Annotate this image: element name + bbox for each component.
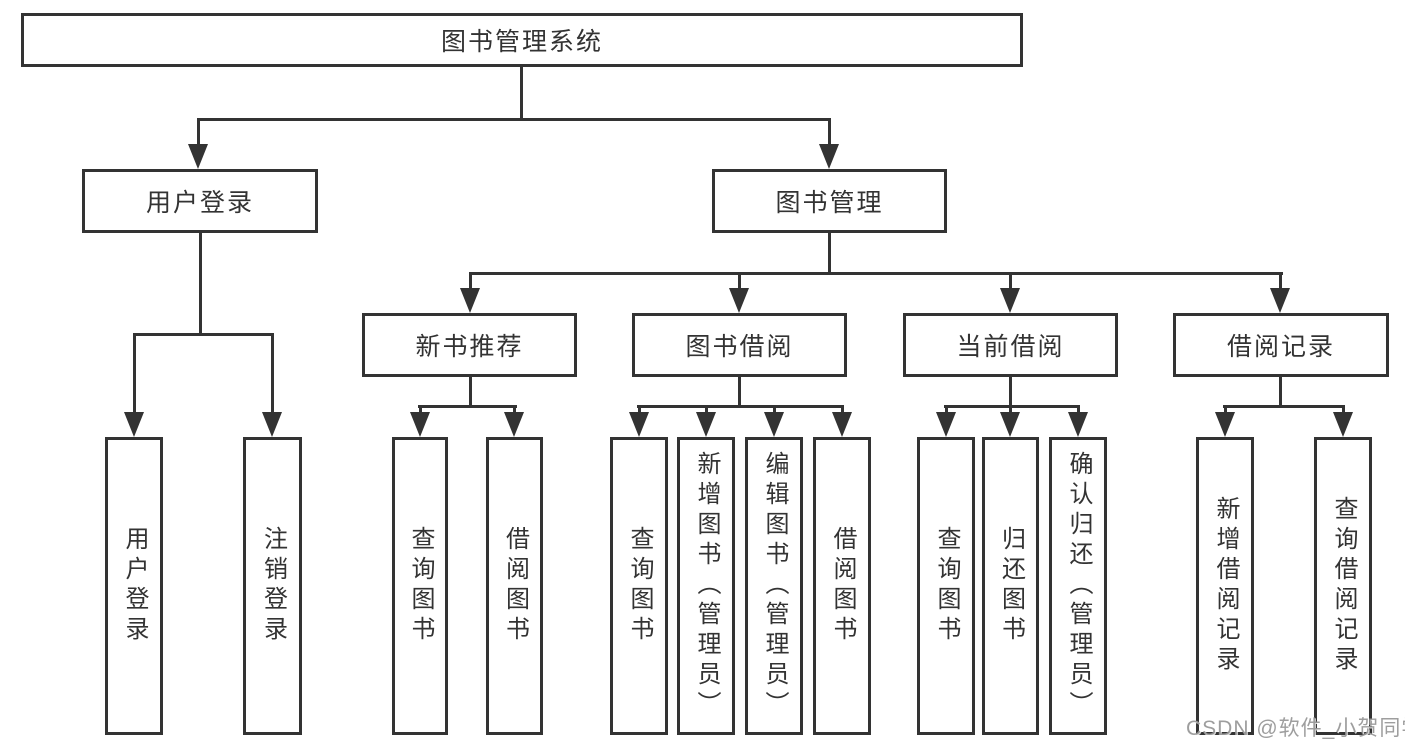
connector-line — [944, 405, 1080, 408]
leaf-label: 确认归还（管理员） — [1065, 451, 1092, 721]
connector-line — [1009, 272, 1012, 292]
arrow-down-icon — [124, 412, 144, 437]
connector-line — [1009, 377, 1012, 408]
node-label: 借阅记录 — [1226, 333, 1335, 361]
node-root-library-system: 图书管理系统 — [21, 13, 1023, 67]
connector-line — [469, 272, 472, 292]
arrow-down-icon — [696, 412, 716, 437]
arrow-down-icon — [410, 412, 430, 437]
leaf-borrow-books: 借阅图书 — [813, 437, 871, 735]
connector-line — [199, 233, 202, 336]
connector-line — [1279, 272, 1282, 292]
arrow-down-icon — [1068, 412, 1088, 437]
arrow-down-icon — [936, 412, 956, 437]
connector-line — [197, 118, 831, 121]
arrow-down-icon — [504, 412, 524, 437]
node-book-management: 图书管理 — [712, 169, 947, 233]
node-new-book-recommend: 新书推荐 — [362, 313, 577, 377]
leaf-query-books: 查询图书 — [917, 437, 975, 735]
leaf-label: 查询借阅记录 — [1330, 496, 1357, 676]
leaf-label: 用户登录 — [121, 526, 148, 646]
connector-line — [271, 333, 274, 415]
arrow-down-icon — [819, 144, 839, 169]
leaf-query-books: 查询图书 — [610, 437, 668, 735]
connector-line — [1279, 377, 1282, 408]
node-label: 图书管理系统 — [440, 28, 603, 56]
connector-line — [945, 405, 948, 416]
csdn-watermark: CSDN @软件_小贺同学 — [1186, 717, 1405, 740]
leaf-label: 查询图书 — [933, 526, 960, 646]
node-label: 当前借阅 — [956, 333, 1065, 361]
connector-line — [841, 405, 844, 416]
arrow-down-icon — [1215, 412, 1235, 437]
arrow-down-icon — [1000, 412, 1020, 437]
arrow-down-icon — [460, 288, 480, 313]
leaf-query-books: 查询图书 — [392, 437, 448, 735]
connector-line — [419, 405, 422, 416]
leaf-logout: 注销登录 — [243, 437, 302, 735]
leaf-add-borrow-record: 新增借阅记录 — [1196, 437, 1254, 735]
connector-line — [469, 377, 472, 408]
arrow-down-icon — [1000, 288, 1020, 313]
node-book-borrowing: 图书借阅 — [632, 313, 847, 377]
connector-line — [133, 333, 274, 336]
node-current-borrowing: 当前借阅 — [903, 313, 1118, 377]
connector-line — [1009, 405, 1012, 416]
node-borrowing-records: 借阅记录 — [1173, 313, 1389, 377]
connector-line — [1223, 405, 1345, 408]
leaf-label: 借阅图书 — [829, 526, 856, 646]
leaf-label: 归还图书 — [997, 526, 1025, 646]
arrow-down-icon — [729, 288, 749, 313]
connector-line — [469, 272, 1283, 275]
connector-line — [133, 333, 136, 415]
node-label: 图书管理 — [775, 189, 884, 217]
leaf-label: 注销登录 — [259, 526, 287, 646]
arrow-down-icon — [764, 412, 784, 437]
connector-line — [705, 405, 708, 416]
arrow-down-icon — [1333, 412, 1353, 437]
leaf-label: 查询图书 — [407, 526, 434, 646]
connector-line — [513, 405, 516, 416]
arrow-down-icon — [262, 412, 282, 437]
leaf-label: 借阅图书 — [501, 526, 529, 646]
connector-line — [738, 272, 741, 292]
connector-line — [197, 118, 200, 148]
arrow-down-icon — [188, 144, 208, 169]
connector-line — [1342, 405, 1345, 416]
arrow-down-icon — [832, 412, 852, 437]
connector-line — [1077, 405, 1080, 416]
leaf-label: 新增借阅记录 — [1212, 496, 1239, 676]
connector-line — [738, 377, 741, 408]
leaf-user-login: 用户登录 — [105, 437, 163, 735]
connector-line — [1224, 405, 1227, 416]
node-user-login: 用户登录 — [82, 169, 318, 233]
node-label: 图书借阅 — [685, 333, 794, 361]
leaf-label: 编辑图书（管理员） — [761, 451, 788, 721]
leaf-label: 查询图书 — [626, 526, 653, 646]
connector-line — [520, 67, 523, 120]
leaf-label: 新增图书（管理员） — [693, 451, 720, 721]
connector-line — [773, 405, 776, 416]
connector-line — [637, 405, 844, 408]
leaf-edit-books-admin: 编辑图书（管理员） — [745, 437, 803, 735]
connector-line — [638, 405, 641, 416]
leaf-borrow-books: 借阅图书 — [486, 437, 543, 735]
arrow-down-icon — [629, 412, 649, 437]
arrow-down-icon — [1270, 288, 1290, 313]
leaf-confirm-return-admin: 确认归还（管理员） — [1049, 437, 1107, 735]
node-label: 用户登录 — [145, 189, 254, 217]
node-label: 新书推荐 — [415, 333, 524, 361]
leaf-query-borrow-record: 查询借阅记录 — [1314, 437, 1372, 735]
leaf-return-books: 归还图书 — [982, 437, 1039, 735]
connector-line — [828, 233, 831, 275]
connector-line — [418, 405, 517, 408]
connector-line — [828, 118, 831, 148]
leaf-add-books-admin: 新增图书（管理员） — [677, 437, 735, 735]
